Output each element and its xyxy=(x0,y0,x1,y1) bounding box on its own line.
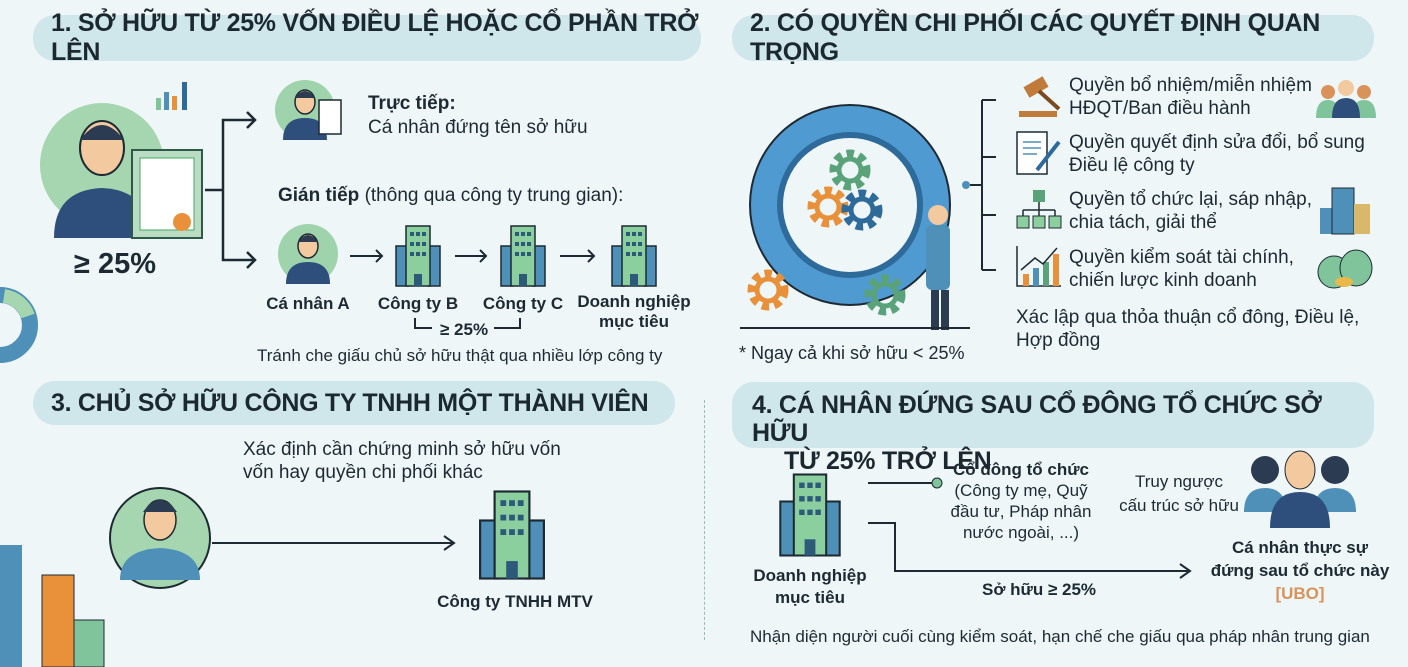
chain-company-c: Công ty C xyxy=(482,294,564,313)
section4-title: 4. CÁ NHÂN ĐỨNG SAU CỔ ĐÔNG TỔ CHỨC SỞ H… xyxy=(732,382,1374,475)
section2-title: 2. CÓ QUYỀN CHI PHỐI CÁC QUYẾT ĐỊNH QUAN… xyxy=(732,9,1374,66)
section1-title: 1. SỞ HỮU TỪ 25% VỐN ĐIỀU LỆ HOẶC CỔ PHẦ… xyxy=(33,9,701,66)
right-4: Quyền kiểm soát tài chính,chiến lược kin… xyxy=(1069,247,1294,291)
growth-chart-icon xyxy=(1016,246,1061,287)
chain-target-enterprise: Doanh nghiệp mục tiêu xyxy=(577,292,691,331)
board-members-icon xyxy=(1316,80,1376,118)
bracket xyxy=(962,99,996,271)
indirect-chain xyxy=(277,223,657,329)
section1-note: Tránh che giấu chủ sở hữu thật qua nhiều… xyxy=(257,346,663,365)
owner-certificate-icon xyxy=(40,103,203,239)
section4-note: Nhận diện người cuối cùng kiểm soát, hạn… xyxy=(750,627,1370,646)
section2-footnote: * Ngay cả khi sở hữu < 25% xyxy=(739,343,965,363)
indirect-label: Gián tiếp (thông qua công ty trung gian)… xyxy=(278,185,624,206)
branch-arrows xyxy=(205,111,257,269)
single-member-company: Công ty TNHH MTV xyxy=(437,592,593,611)
document-pen-icon xyxy=(1016,131,1061,175)
direct-desc: Cá nhân đứng tên sở hữu xyxy=(368,117,588,138)
donut-chart-icon xyxy=(0,287,38,363)
right-3: Quyền tổ chức lại, sáp nhập,chia tách, g… xyxy=(1069,189,1312,233)
divider xyxy=(704,400,705,640)
gavel-icon xyxy=(1019,76,1061,117)
org-chart-icon xyxy=(1016,190,1062,229)
chain-company-b: Công ty B xyxy=(377,294,459,313)
section3-title: 3. CHỦ SỞ HỮU CÔNG TY TNHH MỘT THÀNH VIÊ… xyxy=(33,381,675,425)
money-bags-icon xyxy=(1317,249,1373,289)
direct-title: Trực tiếp: xyxy=(368,93,456,114)
established-note: Xác lập qua thỏa thuận cổ đông, Điều lệ,… xyxy=(1016,307,1360,351)
chain-threshold: ≥ 25% xyxy=(440,320,489,339)
bar-chart-icon xyxy=(156,82,187,110)
ubo-people-icon xyxy=(1244,450,1356,528)
direct-owner-icon xyxy=(274,79,342,141)
city-skyline-icon xyxy=(0,545,105,667)
single-owner-icon xyxy=(0,487,545,667)
gears-illustration-icon xyxy=(740,104,970,330)
ownership-threshold: ≥ 25% xyxy=(73,248,156,280)
ownership-label: Sở hữu ≥ 25% xyxy=(982,580,1097,599)
office-building-icon xyxy=(1320,187,1370,235)
chain-person-a: Cá nhân A xyxy=(266,294,350,313)
